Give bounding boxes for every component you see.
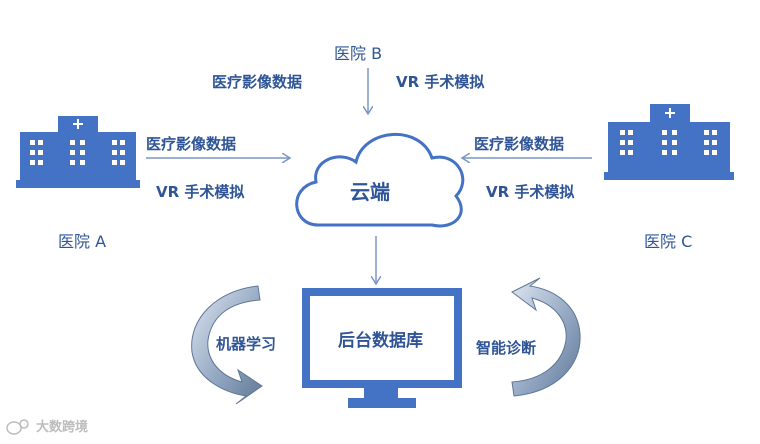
flow-c-vr: VR 手术模拟 [486,183,575,201]
cycle-right-label: 智能诊断 [476,339,537,357]
cloud-label: 云端 [350,180,390,204]
cycle-left-label: 机器学习 [216,335,277,353]
database-label: 后台数据库 [338,331,423,351]
flow-c-imaging: 医疗影像数据 [474,135,565,153]
watermark-text: 大数跨境 [36,420,89,435]
flow-a-vr: VR 手术模拟 [156,183,245,201]
hospital-b-label: 医院 B [334,44,383,63]
monitor-icon [302,288,462,408]
left-cycle-arrow [191,285,263,405]
hospital-c-icon [604,104,734,180]
right-cycle-arrow [511,277,581,397]
flow-b-imaging: 医疗影像数据 [212,73,303,91]
flow-a-imaging: 医疗影像数据 [146,135,237,153]
watermark-icon [6,419,29,435]
cloud-shape [295,133,465,228]
hospital-a-icon [16,116,140,188]
hospital-a-label: 医院 A [58,232,107,251]
flow-b-vr: VR 手术模拟 [396,73,485,91]
hospital-c-label: 医院 C [644,232,693,251]
